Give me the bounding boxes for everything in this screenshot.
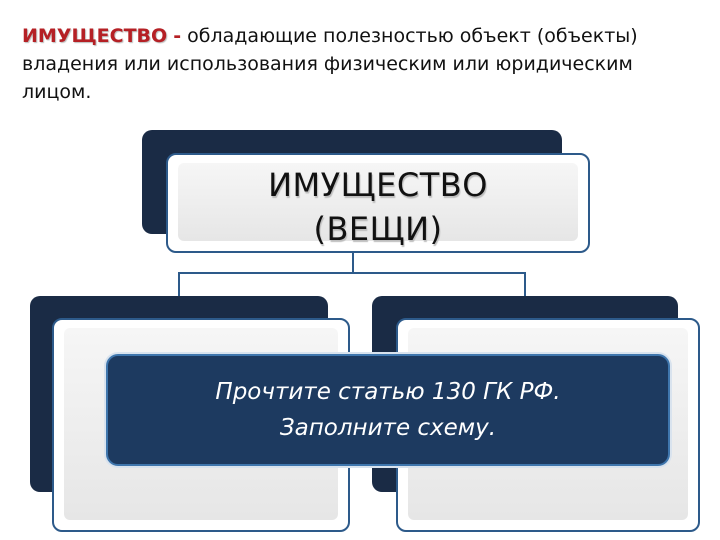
- connector-left-drop: [178, 272, 180, 298]
- connector-horizontal: [178, 272, 526, 274]
- top-node-line2: (ВЕЩИ): [313, 210, 443, 248]
- definition-text: ИМУЩЕСТВО - обладающие полезностью объек…: [22, 22, 702, 106]
- top-node: ИМУЩЕСТВО (ВЕЩИ): [166, 153, 590, 253]
- definition-term: ИМУЩЕСТВО: [22, 25, 168, 47]
- top-node-inner: [178, 163, 578, 241]
- connector-right-drop: [524, 272, 526, 298]
- connector-vertical-top: [352, 253, 354, 273]
- instruction-box: Прочтите статью 130 ГК РФ. Заполните схе…: [106, 354, 670, 466]
- definition-dash: -: [173, 25, 182, 47]
- top-node-line1: ИМУЩЕСТВО: [268, 166, 488, 204]
- instruction-line2: Заполните схему.: [279, 415, 497, 441]
- top-node-label: ИМУЩЕСТВО (ВЕЩИ): [168, 163, 588, 251]
- definition-body: обладающие полезностью объект (объекты) …: [22, 25, 638, 103]
- instruction-line1: Прочтите статью 130 ГК РФ.: [215, 379, 561, 405]
